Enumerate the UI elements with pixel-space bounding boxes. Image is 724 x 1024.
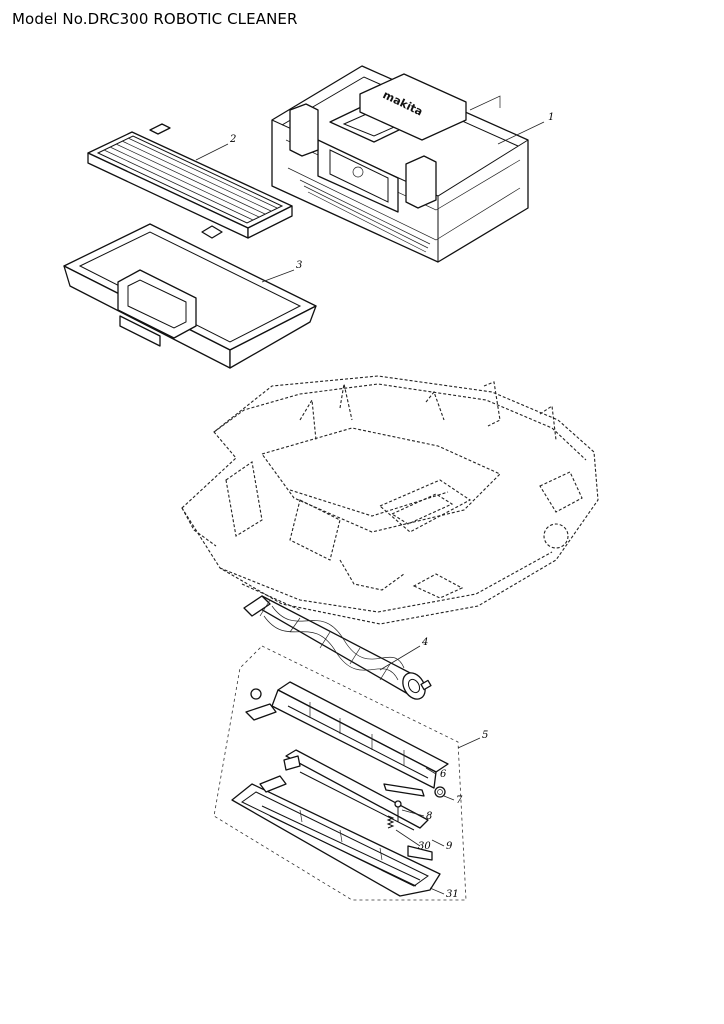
part-number-1: 1	[548, 112, 554, 123]
page-title: Model No.DRC300 ROBOTIC CLEANER	[12, 10, 298, 28]
screw-part	[394, 800, 402, 822]
cap-part	[434, 786, 446, 798]
leader-lines	[195, 121, 545, 895]
part-number-8: 8	[426, 811, 432, 822]
part-number-7: 7	[456, 795, 463, 806]
part-number-5: 5	[482, 730, 488, 741]
part-number-31: 31	[446, 889, 459, 900]
part-number-6: 6	[440, 769, 447, 780]
brush-roll-part	[243, 595, 432, 700]
subassembly-frame	[213, 645, 467, 901]
filter-part	[87, 123, 293, 239]
part-number-2: 2	[229, 134, 236, 145]
tray-part	[63, 223, 317, 369]
part-number-9: 9	[446, 841, 453, 852]
part-number-3: 3	[296, 260, 302, 271]
strip-part	[283, 749, 429, 831]
part-number-4: 4	[421, 637, 428, 648]
main-housing	[181, 375, 599, 625]
base-frame-part	[231, 775, 441, 897]
brush-guard-part	[245, 681, 449, 797]
part-number-30: 30	[418, 841, 431, 852]
spring-part	[386, 815, 395, 829]
dust-box-part: makita	[271, 65, 529, 263]
